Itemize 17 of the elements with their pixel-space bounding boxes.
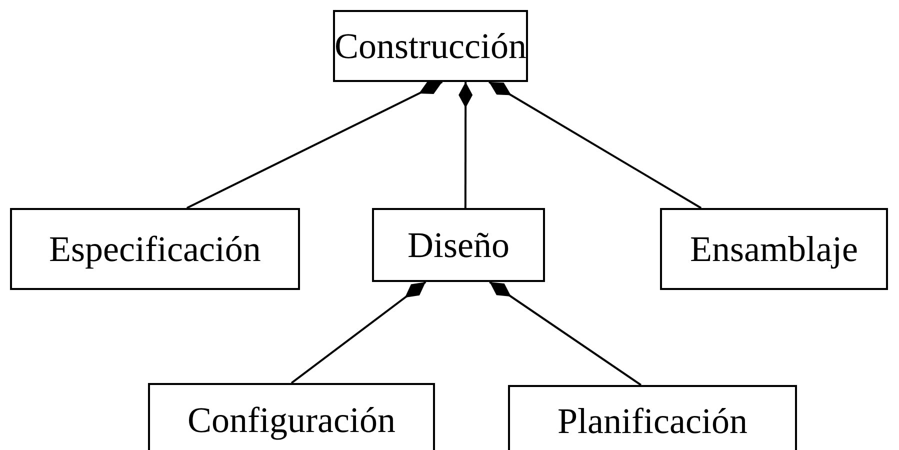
class-name: Ensamblaje: [690, 228, 858, 270]
composition-connector: [290, 281, 426, 384]
composition-connector: [488, 81, 702, 209]
class-box: [660, 208, 888, 290]
composition-connector: [458, 82, 473, 208]
class-box: [148, 383, 435, 450]
class-name: Especificación: [49, 228, 261, 270]
class-name: Construcción: [334, 25, 526, 67]
class-name: Configuración: [188, 399, 396, 441]
class-box: [508, 385, 797, 450]
class-box: [333, 10, 528, 82]
class-box: [10, 208, 300, 290]
composition-connector: [489, 281, 642, 386]
class-name: Planificación: [558, 400, 748, 442]
composition-connector: [186, 81, 443, 209]
class-box: [372, 208, 545, 282]
class-name: Diseño: [408, 224, 510, 266]
